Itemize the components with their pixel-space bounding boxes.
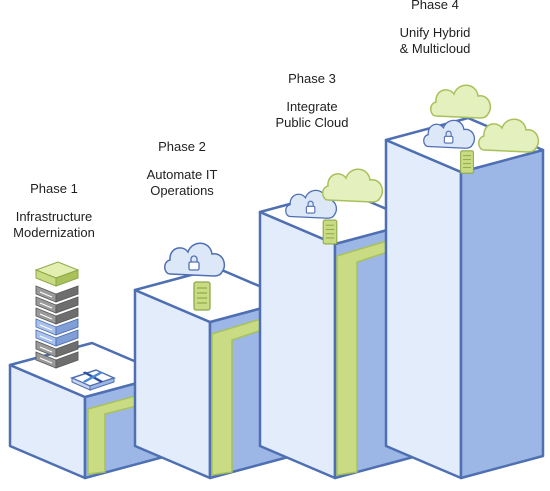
server-stack-icon — [34, 261, 80, 287]
phase-3-title: Phase 3 — [288, 71, 336, 86]
phase-3-subtitle: Integrate Public Cloud — [275, 99, 349, 130]
phase-1-title: Phase 1 — [30, 181, 78, 196]
public-cloud-icon — [430, 84, 492, 119]
public-cloud-icon — [322, 168, 384, 203]
phase-1-label: Phase 1 Infrastructure Modernization — [13, 181, 95, 241]
server-icon — [460, 150, 474, 174]
private-cloud-icon — [423, 119, 476, 149]
server-layer — [35, 318, 79, 336]
phase-4-block — [384, 116, 545, 480]
phase-4-subtitle: Unify Hybrid & Multicloud — [399, 25, 471, 56]
server-layer — [35, 285, 79, 303]
public-cloud-icon — [478, 118, 540, 153]
phase-1-subtitle: Infrastructure Modernization — [13, 209, 95, 240]
phase-2-label: Phase 2 Automate IT Operations — [147, 139, 218, 199]
server-layer — [35, 329, 79, 347]
lock-icon — [443, 130, 454, 144]
server-layer — [35, 307, 79, 325]
phase-2-title: Phase 2 — [158, 139, 206, 154]
phase-2-subtitle: Automate IT Operations — [146, 167, 218, 198]
server-layer — [35, 296, 79, 314]
server-layer — [35, 351, 79, 369]
lock-icon — [305, 200, 316, 214]
server-layer — [35, 340, 79, 358]
server-stack-layers — [35, 285, 79, 369]
phase-4-title: Phase 4 — [411, 0, 459, 12]
lock-icon — [188, 255, 200, 271]
phase-4-label: Phase 4 Unify Hybrid & Multicloud — [400, 0, 471, 57]
phase-3-label: Phase 3 Integrate Public Cloud — [276, 71, 349, 131]
server-icon — [322, 219, 338, 245]
private-cloud-icon — [164, 242, 226, 277]
nutanix-logo-icon — [69, 369, 117, 391]
server-icon — [193, 281, 211, 311]
